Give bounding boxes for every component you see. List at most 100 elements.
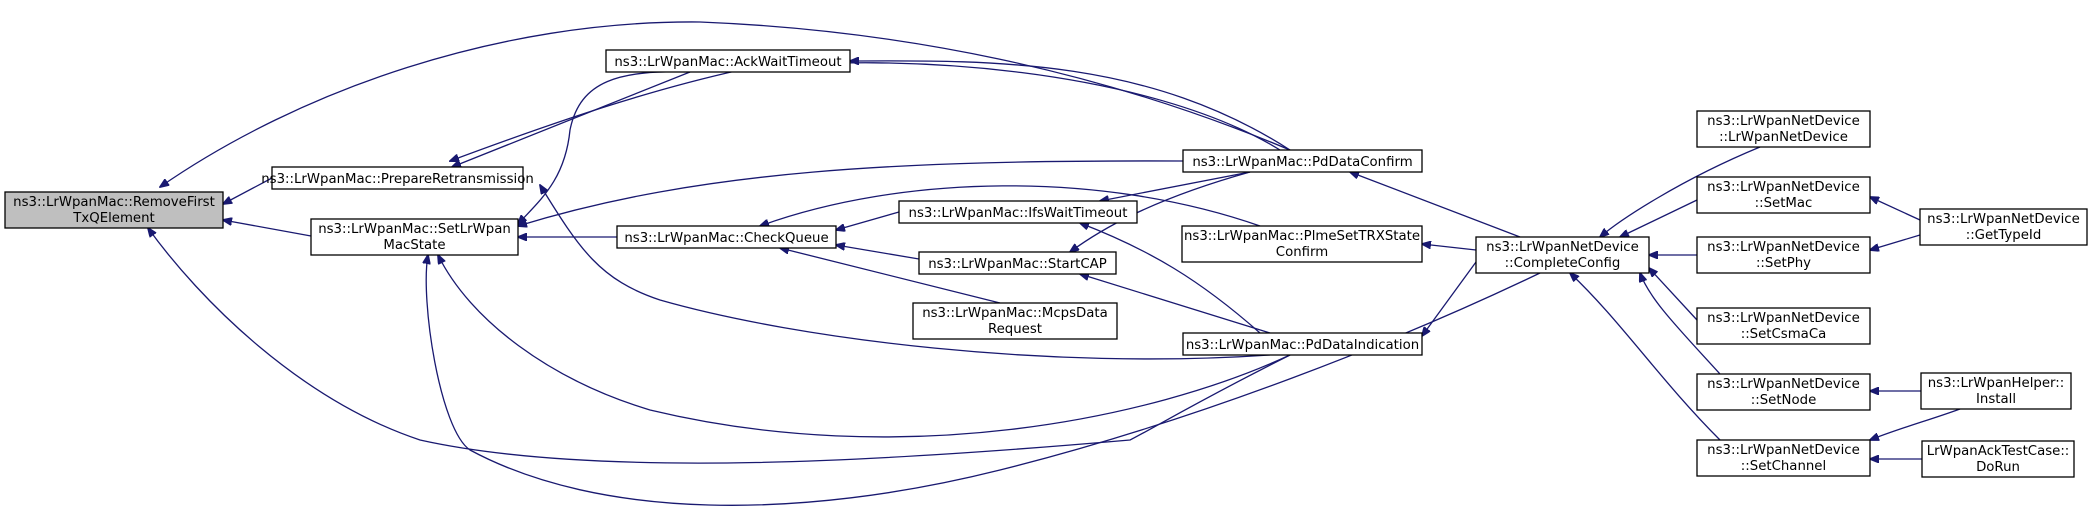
node-box bbox=[1696, 373, 1871, 411]
edge-pdconf-to-setstate bbox=[518, 160, 1184, 226]
node-setmac[interactable]: ns3::LrWpanNetDevice::SetMac bbox=[1696, 176, 1871, 214]
edge-pdconf-to-prep bbox=[450, 62, 1281, 161]
node-label: Install bbox=[1976, 392, 2016, 407]
node-box bbox=[1920, 372, 2072, 410]
edge-gettype-to-setphy bbox=[1870, 234, 1921, 250]
node-label: ns3::LrWpanMac::SetLrWpan bbox=[318, 222, 511, 237]
node-setphy[interactable]: ns3::LrWpanNetDevice::SetPhy bbox=[1696, 236, 1871, 274]
node-acktest[interactable]: LrWpanAckTestCase::DoRun bbox=[1921, 440, 2075, 478]
edge-pdconf-to-ifs bbox=[1100, 171, 1251, 201]
node-label: ::SetCsmaCa bbox=[1741, 327, 1827, 342]
node-box bbox=[898, 200, 1138, 224]
node-label: ::CompleteConfig bbox=[1505, 256, 1621, 271]
node-label: ::GetTypeId bbox=[1966, 228, 2042, 243]
edge-ctor-to-complete bbox=[1600, 146, 1761, 237]
node-label: Confirm bbox=[1276, 245, 1328, 260]
node-label: MacState bbox=[383, 238, 445, 253]
node-complete[interactable]: ns3::LrWpanNetDevice::CompleteConfig bbox=[1475, 236, 1650, 274]
node-ackwait[interactable]: ns3::LrWpanMac::AckWaitTimeout bbox=[605, 49, 851, 73]
node-box bbox=[1182, 149, 1423, 173]
node-label: DoRun bbox=[1976, 460, 2020, 475]
node-label: ns3::LrWpanNetDevice bbox=[1707, 311, 1860, 326]
node-ifs[interactable]: ns3::LrWpanMac::IfsWaitTimeout bbox=[898, 200, 1138, 224]
node-ctor[interactable]: ns3::LrWpanNetDevice::LrWpanNetDevice bbox=[1696, 110, 1871, 148]
node-startcap[interactable]: ns3::LrWpanMac::StartCAP bbox=[918, 251, 1117, 275]
node-label: ::LrWpanNetDevice bbox=[1719, 130, 1848, 145]
edge-complete-to-plme bbox=[1422, 244, 1477, 251]
edge-gettype-to-setmac bbox=[1870, 197, 1921, 221]
node-box bbox=[1919, 208, 2088, 246]
node-box bbox=[1696, 176, 1871, 214]
node-label: ns3::LrWpanNetDevice bbox=[1707, 443, 1860, 458]
edge-setmac-to-complete bbox=[1620, 199, 1698, 237]
node-box bbox=[616, 225, 837, 249]
node-gettype[interactable]: ns3::LrWpanNetDevice::GetTypeId bbox=[1919, 208, 2088, 246]
node-label: ns3::LrWpanNetDevice bbox=[1486, 240, 1639, 255]
node-box bbox=[1181, 225, 1423, 263]
node-label: ns3::LrWpanMac::PdDataIndication bbox=[1186, 338, 1419, 353]
node-box bbox=[1696, 110, 1871, 148]
node-label: ::SetNode bbox=[1751, 393, 1817, 408]
node-label: ns3::LrWpanMac::StartCAP bbox=[928, 257, 1107, 272]
node-pdconf[interactable]: ns3::LrWpanMac::PdDataConfirm bbox=[1182, 149, 1423, 173]
node-setchan[interactable]: ns3::LrWpanNetDevice::SetChannel bbox=[1696, 439, 1871, 477]
node-setcsma[interactable]: ns3::LrWpanNetDevice::SetCsmaCa bbox=[1696, 307, 1871, 345]
node-box bbox=[912, 302, 1118, 340]
node-label: ns3::LrWpanNetDevice bbox=[1707, 240, 1860, 255]
node-box bbox=[271, 166, 524, 190]
node-label: ::SetChannel bbox=[1741, 459, 1826, 474]
edge-pdconf-to-root bbox=[160, 21, 1291, 187]
node-label: ns3::LrWpanMac::McpsData bbox=[922, 306, 1108, 321]
edge-setnode-to-complete bbox=[1640, 273, 1721, 375]
node-label: ns3::LrWpanMac::PrepareRetransmission bbox=[261, 172, 534, 187]
edge-complete-to-setstate bbox=[426, 255, 1541, 506]
node-install[interactable]: ns3::LrWpanHelper::Install bbox=[1920, 372, 2072, 410]
edge-ackwait-to-setstate bbox=[518, 71, 691, 224]
edge-complete-to-pdind bbox=[1422, 261, 1477, 336]
edge-pdind-to-startcap bbox=[1080, 274, 1271, 334]
edge-setstate-to-root bbox=[223, 220, 312, 237]
node-box bbox=[1921, 440, 2075, 478]
node-box bbox=[1182, 332, 1423, 356]
node-label: ns3::LrWpanNetDevice bbox=[1707, 180, 1860, 195]
node-label: ns3::LrWpanMac::CheckQueue bbox=[624, 231, 828, 246]
edge-setcsma-to-complete bbox=[1649, 268, 1698, 321]
node-box bbox=[918, 251, 1117, 275]
edge-ackwait-to-prep bbox=[452, 71, 691, 167]
node-label: LrWpanAckTestCase:: bbox=[1927, 444, 2070, 459]
edge-pdind-to-root bbox=[148, 228, 1291, 464]
node-box bbox=[1696, 236, 1871, 274]
node-pdind[interactable]: ns3::LrWpanMac::PdDataIndication bbox=[1182, 332, 1423, 356]
node-label: ns3::LrWpanMac::RemoveFirst bbox=[13, 195, 215, 210]
node-box bbox=[1475, 236, 1650, 274]
node-label: ns3::LrWpanMac::AckWaitTimeout bbox=[614, 55, 841, 70]
node-checkq[interactable]: ns3::LrWpanMac::CheckQueue bbox=[616, 225, 837, 249]
node-layer: ns3::LrWpanMac::RemoveFirstTxQElementns3… bbox=[4, 49, 2088, 478]
edge-complete-to-pdconf bbox=[1350, 172, 1521, 238]
edge-plme-to-checkq bbox=[760, 185, 1261, 226]
node-label: ns3::LrWpanHelper:: bbox=[1928, 376, 2065, 391]
node-label: Request bbox=[988, 322, 1042, 337]
edge-setchan-to-complete bbox=[1570, 273, 1721, 441]
edge-pdind-to-setstate bbox=[438, 255, 1291, 438]
node-label: ns3::LrWpanMac::PlmeSetTRXState bbox=[1184, 229, 1420, 244]
node-prep[interactable]: ns3::LrWpanMac::PrepareRetransmission bbox=[261, 166, 534, 190]
node-label: ns3::LrWpanMac::PdDataConfirm bbox=[1192, 155, 1412, 170]
node-setnode[interactable]: ns3::LrWpanNetDevice::SetNode bbox=[1696, 373, 1871, 411]
edge-ifs-to-checkq bbox=[836, 211, 900, 230]
node-label: TxQElement bbox=[72, 211, 155, 226]
node-box bbox=[1696, 307, 1871, 345]
node-box bbox=[1696, 439, 1871, 477]
edge-prep-to-root bbox=[223, 177, 273, 204]
edge-install-to-setchan bbox=[1870, 408, 1961, 440]
node-label: ns3::LrWpanNetDevice bbox=[1707, 114, 1860, 129]
node-label: ns3::LrWpanNetDevice bbox=[1927, 212, 2080, 227]
edge-pdind-to-prep bbox=[540, 185, 1271, 360]
edge-mcps-to-checkq bbox=[780, 248, 1001, 304]
node-box bbox=[310, 218, 519, 256]
